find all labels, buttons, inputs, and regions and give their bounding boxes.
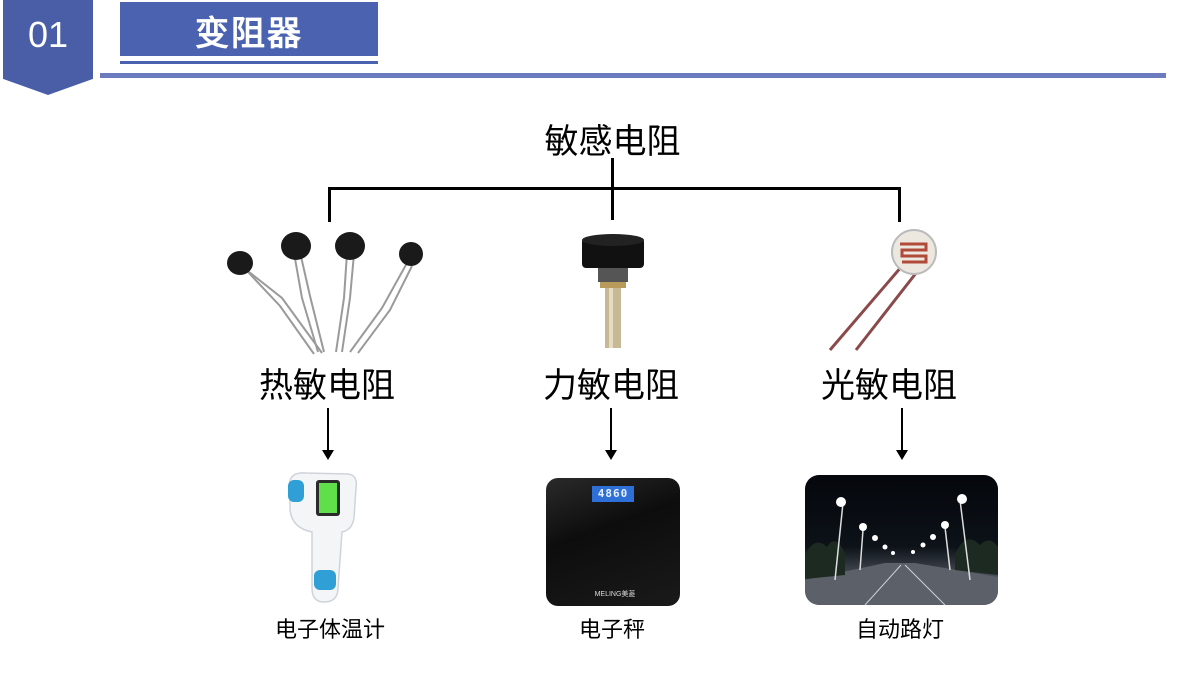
street-lights-image: [805, 475, 998, 605]
title-banner: [120, 2, 378, 56]
force-resistor-image: [582, 234, 644, 348]
thermistor-image: [227, 232, 423, 355]
branch-label-force-resistor: 力敏电阻: [543, 366, 679, 406]
arrow-head-photoresistor: [896, 450, 908, 460]
arrow-shaft-thermistor: [327, 408, 329, 451]
scale-display-readout: 4860: [592, 486, 634, 502]
thermometer-image: [288, 472, 358, 603]
title-underline: [120, 61, 378, 64]
branch-label-thermistor: 热敏电阻: [259, 366, 395, 406]
branch-connector-left: [328, 187, 331, 222]
root-node-label: 敏感电阻: [544, 122, 681, 162]
section-number: 01: [27, 14, 69, 55]
application-label-thermometer: 电子体温计: [274, 618, 385, 643]
photoresistor-image: [828, 229, 937, 351]
application-label-scale: 电子秤: [578, 618, 645, 643]
arrow-shaft-force-resistor: [610, 408, 612, 451]
header-divider: [100, 73, 1166, 78]
scale-brand-logo: MELING美菱: [594, 591, 636, 598]
branch-label-photoresistor: 光敏电阻: [821, 366, 957, 406]
arrow-head-force-resistor: [605, 450, 617, 460]
arrow-shaft-photoresistor: [901, 408, 903, 451]
application-label-street-light: 自动路灯: [855, 618, 944, 643]
arrow-head-thermistor: [322, 450, 334, 460]
page-title: 变阻器: [195, 14, 303, 54]
section-number-badge: [3, 0, 93, 95]
branch-bar: [328, 187, 901, 190]
branch-connector-right: [898, 187, 901, 222]
